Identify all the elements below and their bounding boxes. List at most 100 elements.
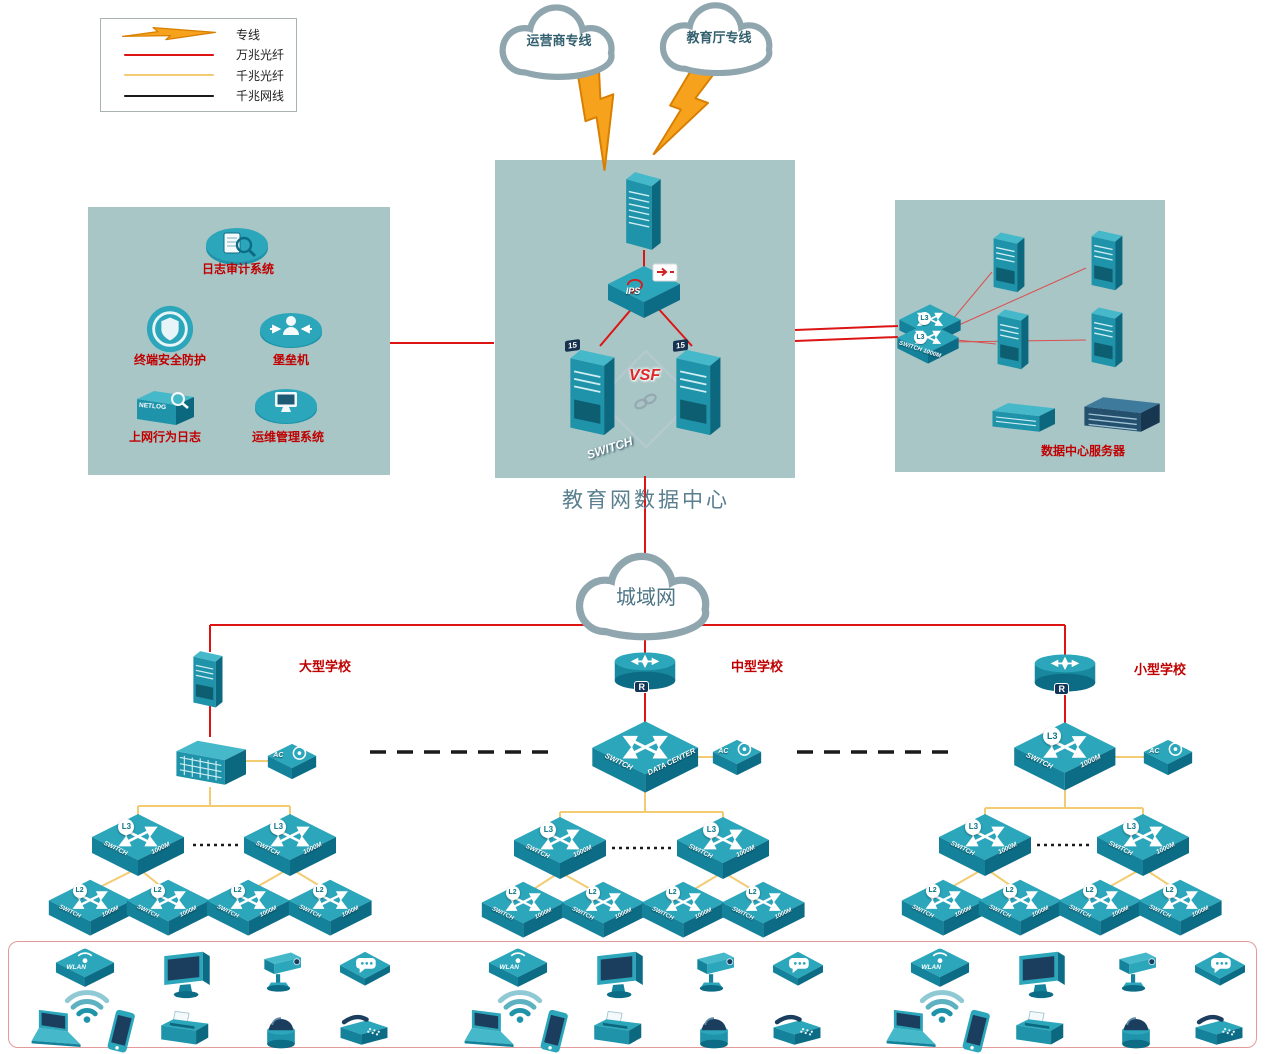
lightning-icon [110,26,228,42]
ac-label: AC [273,751,284,759]
router-badge: R [634,680,649,693]
terminal-fax[interactable] [770,1010,824,1050]
switch-badge: L3 [918,312,931,325]
terminal-chat[interactable] [1193,950,1247,991]
terminal-phone[interactable] [539,1008,569,1054]
switch-badge: L2 [72,884,87,899]
server-icon [1085,227,1127,293]
terminal-monitor[interactable] [159,949,215,1000]
terminal-wifi[interactable] [64,984,110,1024]
school-core-chassis[interactable] [172,733,246,789]
legend-item-10g-fiber: 万兆光纤 [110,46,287,63]
security-gateway[interactable] [620,167,666,255]
terminal-wlan[interactable]: WLAN [54,944,116,989]
ops-management-system[interactable] [253,382,319,428]
terminal-camera-icon [689,944,739,996]
terminal-camera[interactable] [689,944,739,996]
terminal-printer-icon [156,1006,210,1050]
terminal-camera[interactable] [1111,944,1161,996]
terminal-phone[interactable] [106,1008,136,1054]
school-label-medium: 中型学校 [730,659,783,674]
terminal-fax[interactable] [337,1010,391,1050]
terminal-printer[interactable] [1011,1006,1065,1050]
switch-badge: L2 [1002,884,1017,899]
server-icon [991,306,1033,372]
datacenter-server[interactable] [991,306,1033,372]
terminal-phone[interactable] [961,1008,991,1054]
server-icon [667,342,727,442]
switch-badge: L3 [914,331,927,344]
black-line-icon [124,94,214,97]
terminal-camera[interactable] [256,944,306,996]
terminal-monitor[interactable] [592,949,648,1000]
switch-badge: L2 [925,884,940,899]
server-icon [1085,304,1127,370]
ac-controller[interactable]: AC [711,738,763,777]
terminal-printer[interactable] [156,1006,210,1050]
switch-badge: L3 [703,821,720,838]
terminal-fax[interactable] [1192,1010,1246,1050]
vsf-label: VSF [629,367,661,384]
terminal-camera-icon [256,944,306,996]
terminal-wifi-icon [64,984,110,1024]
terminal-dome[interactable] [695,1006,733,1051]
bastion-host[interactable] [258,306,324,352]
core-server-b[interactable] [667,342,727,442]
terminal-dome[interactable] [1117,1006,1155,1051]
terminal-security-label: 终端安全防护 [133,353,206,367]
terminal-chat[interactable] [338,950,392,991]
switch-badge: L3 [540,821,557,838]
terminal-printer[interactable] [589,1006,643,1050]
terminal-chat[interactable] [771,950,825,991]
datacenter-server[interactable] [987,229,1029,295]
datacenter-rack-server[interactable] [989,398,1055,436]
terminal-chat-icon [771,950,825,991]
datacenter-rack-server-dark[interactable] [1080,392,1160,436]
terminal-chat-icon [338,950,392,991]
terminal-monitor[interactable] [1014,949,1070,1000]
terminal-dome[interactable] [262,1006,300,1051]
core-server-a[interactable] [561,342,621,442]
terminal-wlan[interactable]: WLAN [487,944,549,989]
school-server[interactable] [187,648,227,710]
terminal-monitor-icon [159,949,215,1000]
ac-controller[interactable]: AC [266,742,318,781]
switch-badge: L2 [230,884,245,899]
datacenter-switch-stack[interactable]: L3 L3 SWITCH 1000M [896,303,962,369]
terminal-security-system[interactable] [145,304,195,354]
ac-label: AC [1149,747,1160,755]
datacenter-server[interactable] [1085,304,1127,370]
switch-badge: L3 [118,818,135,835]
router[interactable]: R [612,649,678,693]
ac-controller[interactable]: AC [1142,738,1194,777]
datacenter-server[interactable] [1085,227,1127,293]
ips-label: IPS [625,286,641,297]
router[interactable]: R [1032,651,1098,695]
ips-device[interactable]: IPS [606,263,682,321]
terminal-wlan[interactable]: WLAN [909,944,971,989]
ac-controller-icon [1142,738,1194,777]
terminal-wifi[interactable] [919,984,965,1024]
wlan-label: WLAN [499,964,519,972]
terminal-wifi[interactable] [497,984,543,1024]
